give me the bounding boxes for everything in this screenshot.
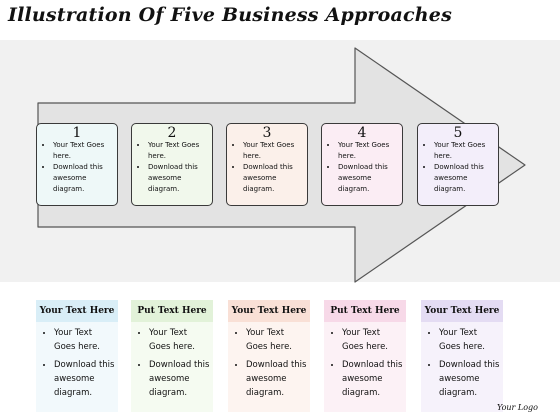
step-bullet: Download this awesome diagram.: [434, 162, 494, 195]
step-box-4: 4 Your Text Goes here. Download this awe…: [321, 123, 403, 206]
card-bullet: Download this awesome diagram.: [342, 358, 404, 400]
step-bullet: Download this awesome diagram.: [338, 162, 398, 195]
card-bullet: Download this awesome diagram.: [149, 358, 211, 400]
step-bullet: Download this awesome diagram.: [243, 162, 303, 195]
card-bullet: Download this awesome diagram.: [54, 358, 116, 400]
step-number: 3: [262, 125, 272, 141]
step-box-2: 2 Your Text Goes here. Download this awe…: [131, 123, 213, 206]
step-bullet: Download this awesome diagram.: [53, 162, 113, 195]
step-bullet: Your Text Goes here.: [53, 140, 113, 162]
card-heading: Put Text Here: [131, 300, 213, 322]
text-card-1: Your Text Here Your Text Goes here. Down…: [36, 300, 118, 412]
step-number: 1: [72, 125, 82, 141]
card-body: Your Text Goes here. Download this aweso…: [36, 322, 118, 400]
card-heading: Your Text Here: [36, 300, 118, 322]
step-bullet: Download this awesome diagram.: [148, 162, 208, 195]
card-body: Your Text Goes here. Download this aweso…: [324, 322, 406, 400]
step-bullet: Your Text Goes here.: [148, 140, 208, 162]
step-bullet: Your Text Goes here.: [338, 140, 398, 162]
card-bullet: Your Text Goes here.: [149, 326, 211, 354]
card-bullet: Download this awesome diagram.: [246, 358, 308, 400]
text-card-3: Your Text Here Your Text Goes here. Down…: [228, 300, 310, 412]
step-number: 5: [453, 125, 463, 141]
card-body: Your Text Goes here. Download this aweso…: [421, 322, 503, 400]
step-box-3: 3 Your Text Goes here. Download this awe…: [226, 123, 308, 206]
text-card-2: Put Text Here Your Text Goes here. Downl…: [131, 300, 213, 412]
card-heading: Put Text Here: [324, 300, 406, 322]
card-bullet: Your Text Goes here.: [439, 326, 501, 354]
step-box-1: 1 Your Text Goes here. Download this awe…: [36, 123, 118, 206]
text-card-4: Put Text Here Your Text Goes here. Downl…: [324, 300, 406, 412]
card-bullet: Download this awesome diagram.: [439, 358, 501, 400]
card-bullet: Your Text Goes here.: [246, 326, 308, 354]
step-box-5: 5 Your Text Goes here. Download this awe…: [417, 123, 499, 206]
logo-text: Your Logo: [497, 403, 538, 412]
step-number: 2: [167, 125, 177, 141]
card-body: Your Text Goes here. Download this aweso…: [131, 322, 213, 400]
step-bullet: Your Text Goes here.: [243, 140, 303, 162]
step-number: 4: [357, 125, 367, 141]
card-bullet: Your Text Goes here.: [342, 326, 404, 354]
text-card-5: Your Text Here Your Text Goes here. Down…: [421, 300, 503, 412]
step-bullet: Your Text Goes here.: [434, 140, 494, 162]
card-body: Your Text Goes here. Download this aweso…: [228, 322, 310, 400]
card-bullet: Your Text Goes here.: [54, 326, 116, 354]
page-title: Illustration Of Five Business Approaches: [8, 4, 452, 26]
card-heading: Your Text Here: [421, 300, 503, 322]
card-heading: Your Text Here: [228, 300, 310, 322]
